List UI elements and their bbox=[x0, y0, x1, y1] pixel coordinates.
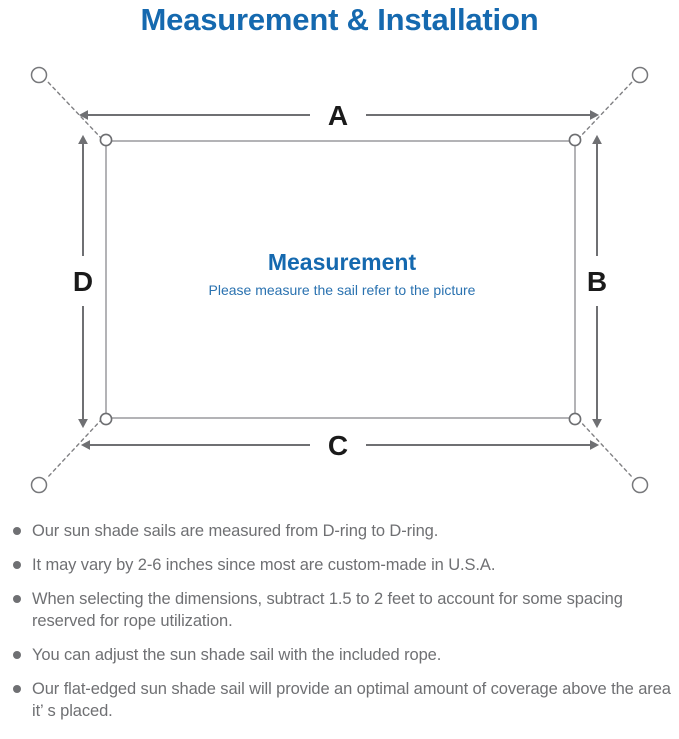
rope-lines bbox=[46, 80, 634, 479]
rope-bottom-left bbox=[46, 418, 103, 479]
dimension-b: B bbox=[587, 134, 607, 429]
dimension-label-c: C bbox=[328, 430, 348, 461]
bullet-icon bbox=[13, 561, 21, 569]
sail-rectangle bbox=[105, 140, 576, 419]
list-item: Our flat-edged sun shade sail will provi… bbox=[0, 678, 679, 722]
d-ring-top-right bbox=[568, 133, 582, 147]
dimension-label-a: A bbox=[328, 100, 348, 131]
bullet-icon bbox=[13, 527, 21, 535]
bullet-icon bbox=[13, 651, 21, 659]
dimension-label-b: B bbox=[587, 266, 607, 297]
diagram-inner-heading: Measurement bbox=[268, 249, 417, 275]
anchor-points bbox=[30, 66, 649, 494]
d-ring-bottom-left bbox=[99, 412, 113, 426]
dimension-label-d: D bbox=[73, 266, 93, 297]
anchor-top-left bbox=[30, 66, 48, 84]
bullet-icon bbox=[13, 595, 21, 603]
dimension-c: C bbox=[80, 430, 600, 461]
list-item-text: It may vary by 2-6 inches since most are… bbox=[32, 556, 496, 574]
d-ring-bottom-right bbox=[568, 412, 582, 426]
rope-top-right bbox=[577, 80, 634, 140]
anchor-bottom-left bbox=[30, 476, 48, 494]
bullet-icon bbox=[13, 685, 21, 693]
list-item-text: You can adjust the sun shade sail with t… bbox=[32, 646, 442, 664]
d-ring-top-left bbox=[99, 133, 113, 147]
list-item-text: Our flat-edged sun shade sail will provi… bbox=[32, 680, 671, 720]
list-item-text: When selecting the dimensions, subtract … bbox=[32, 590, 623, 630]
page-title: Measurement & Installation bbox=[140, 2, 539, 37]
list-item: Our sun shade sails are measured from D-… bbox=[0, 520, 679, 542]
list-item: It may vary by 2-6 inches since most are… bbox=[0, 554, 679, 576]
anchor-bottom-right bbox=[631, 476, 649, 494]
diagram-inner-subtext: Please measure the sail refer to the pic… bbox=[209, 282, 476, 298]
measurement-diagram: A C D B Measurement Please measure the s… bbox=[0, 44, 679, 514]
rope-bottom-right bbox=[577, 418, 634, 479]
rope-top-left bbox=[46, 80, 103, 140]
dimension-a: A bbox=[78, 100, 600, 131]
list-item-text: Our sun shade sails are measured from D-… bbox=[32, 522, 439, 540]
notes-list: Our sun shade sails are measured from D-… bbox=[0, 520, 679, 734]
d-rings bbox=[99, 133, 582, 426]
anchor-top-right bbox=[631, 66, 649, 84]
dimension-d: D bbox=[73, 134, 93, 429]
list-item: You can adjust the sun shade sail with t… bbox=[0, 644, 679, 666]
list-item: When selecting the dimensions, subtract … bbox=[0, 588, 679, 632]
